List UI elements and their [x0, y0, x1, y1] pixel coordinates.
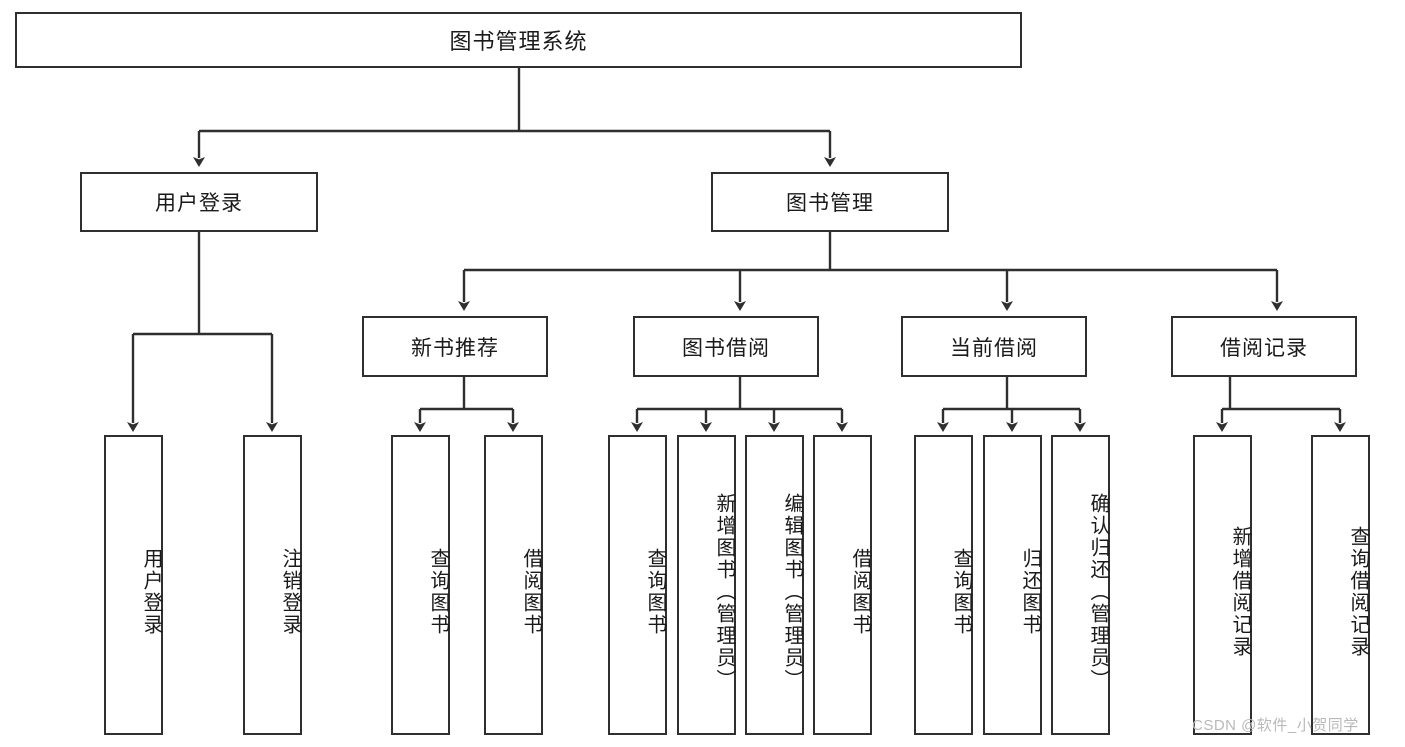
- leaf-current-query-book[interactable]: 查询图书: [914, 435, 973, 735]
- leaf-borrow-borrow-book[interactable]: 借阅图书: [813, 435, 872, 735]
- node-label: 当前借阅: [950, 336, 1038, 360]
- node-label: 借阅图书: [849, 548, 871, 636]
- leaf-record-query-record[interactable]: 查询借阅记录: [1311, 435, 1370, 735]
- node-current-borrow[interactable]: 当前借阅: [901, 316, 1087, 377]
- node-label: 借阅记录: [1220, 336, 1308, 360]
- node-borrow-record[interactable]: 借阅记录: [1171, 316, 1357, 377]
- leaf-current-return-book[interactable]: 归还图书: [983, 435, 1042, 735]
- node-new-book-recommend[interactable]: 新书推荐: [362, 316, 548, 377]
- leaf-recommend-query-book[interactable]: 查询图书: [391, 435, 450, 735]
- node-label: 查询图书: [427, 548, 449, 636]
- node-label: 新增图书（管理员）: [713, 493, 735, 691]
- node-label: 用户登录: [140, 548, 162, 636]
- node-label: 新增借阅记录: [1229, 526, 1251, 658]
- leaf-current-confirm-return-admin[interactable]: 确认归还（管理员）: [1051, 435, 1110, 735]
- leaf-borrow-add-book-admin[interactable]: 新增图书（管理员）: [677, 435, 736, 735]
- node-label: 注销登录: [279, 548, 301, 636]
- node-label: 借阅图书: [520, 548, 542, 636]
- node-label: 新书推荐: [411, 336, 499, 360]
- node-label: 图书管理系统: [449, 29, 588, 54]
- leaf-borrow-edit-book-admin[interactable]: 编辑图书（管理员）: [745, 435, 804, 735]
- node-label: 查询借阅记录: [1347, 526, 1369, 658]
- node-book-borrow[interactable]: 图书借阅: [633, 316, 819, 377]
- node-label: 查询图书: [644, 548, 666, 636]
- node-user-login[interactable]: 用户登录: [80, 172, 318, 232]
- node-label: 归还图书: [1019, 548, 1041, 636]
- node-label: 图书借阅: [682, 336, 770, 360]
- node-label: 编辑图书（管理员）: [781, 493, 803, 691]
- leaf-user-login-login[interactable]: 用户登录: [104, 435, 163, 735]
- leaf-user-login-logout[interactable]: 注销登录: [243, 435, 302, 735]
- leaf-borrow-query-book[interactable]: 查询图书: [608, 435, 667, 735]
- node-book-management[interactable]: 图书管理: [711, 172, 949, 232]
- node-label: 图书管理: [786, 192, 874, 215]
- leaf-recommend-borrow-book[interactable]: 借阅图书: [484, 435, 543, 735]
- node-label: 查询图书: [950, 548, 972, 636]
- node-label: 用户登录: [155, 192, 243, 215]
- node-root-system[interactable]: 图书管理系统: [15, 12, 1022, 68]
- leaf-record-add-record[interactable]: 新增借阅记录: [1193, 435, 1252, 735]
- node-label: 确认归还（管理员）: [1087, 493, 1109, 691]
